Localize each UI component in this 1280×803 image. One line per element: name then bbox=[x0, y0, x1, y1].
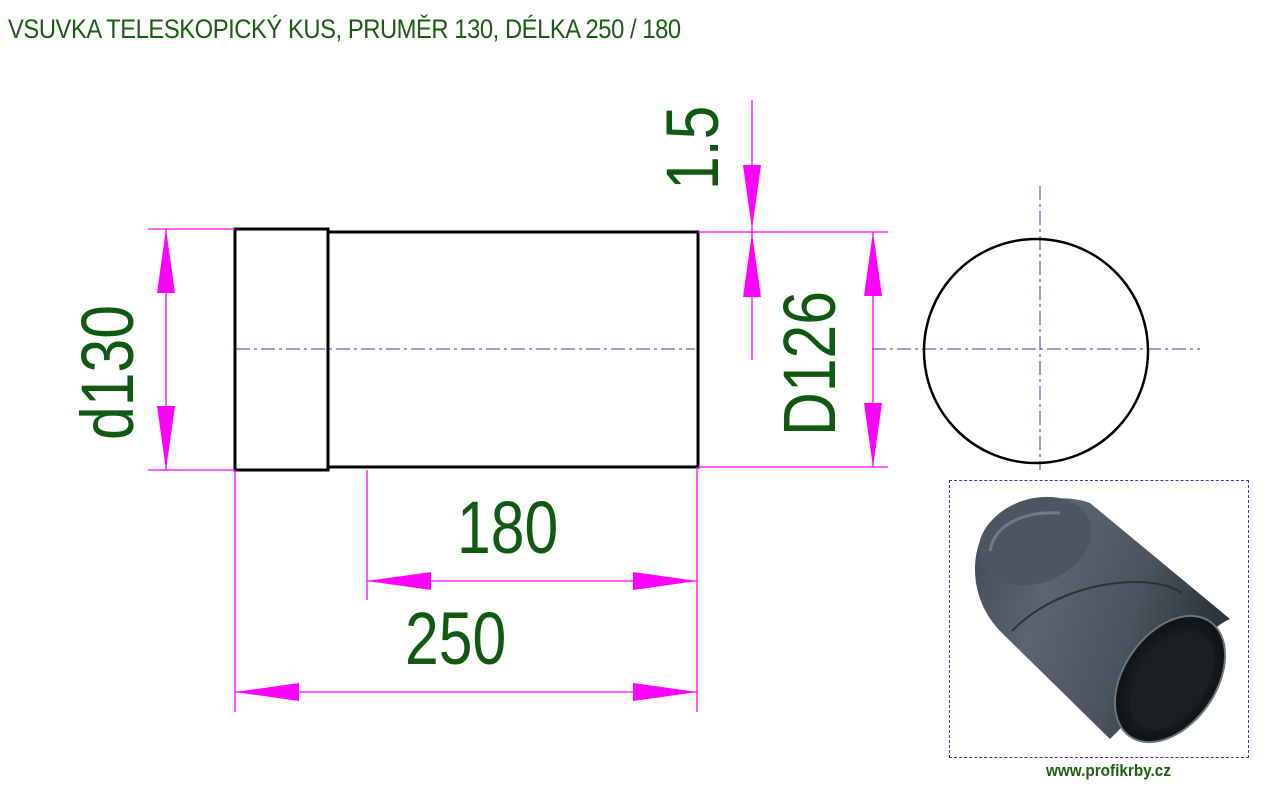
arrow-thickness-top bbox=[743, 165, 761, 229]
arrow-180-right bbox=[633, 572, 697, 590]
label-inner-diameter: D126 bbox=[769, 291, 851, 436]
arrow-d126-bottom bbox=[864, 403, 882, 467]
label-total-length: 250 bbox=[405, 598, 506, 680]
footer-url[interactable]: www.profikrby.cz bbox=[1046, 761, 1171, 780]
pipe-product-photo-icon bbox=[974, 496, 1230, 744]
dimension-arrows bbox=[157, 165, 882, 701]
arrow-d130-top bbox=[157, 229, 175, 293]
label-inner-length: 180 bbox=[457, 487, 558, 569]
arrow-250-left bbox=[235, 683, 299, 701]
pipe-end-view-circle bbox=[922, 237, 1150, 465]
page-title: VSUVKA TELESKOPICKÝ KUS, PRUMĚR 130, DÉL… bbox=[8, 14, 681, 44]
arrow-250-right bbox=[633, 683, 697, 701]
arrow-d126-top bbox=[864, 232, 882, 296]
dimension-labels: 1.5 d130 D126 180 250 bbox=[67, 106, 851, 681]
center-lines bbox=[236, 186, 1200, 470]
label-thickness: 1.5 bbox=[652, 106, 734, 190]
arrow-d130-bottom bbox=[157, 406, 175, 470]
product-photo-frame bbox=[949, 480, 1249, 758]
arrow-180-left bbox=[367, 572, 431, 590]
label-outer-diameter: d130 bbox=[67, 305, 149, 440]
arrow-thickness-bottom bbox=[743, 233, 761, 297]
pipe-outline bbox=[233, 227, 700, 472]
pipe-main-section bbox=[326, 230, 700, 469]
